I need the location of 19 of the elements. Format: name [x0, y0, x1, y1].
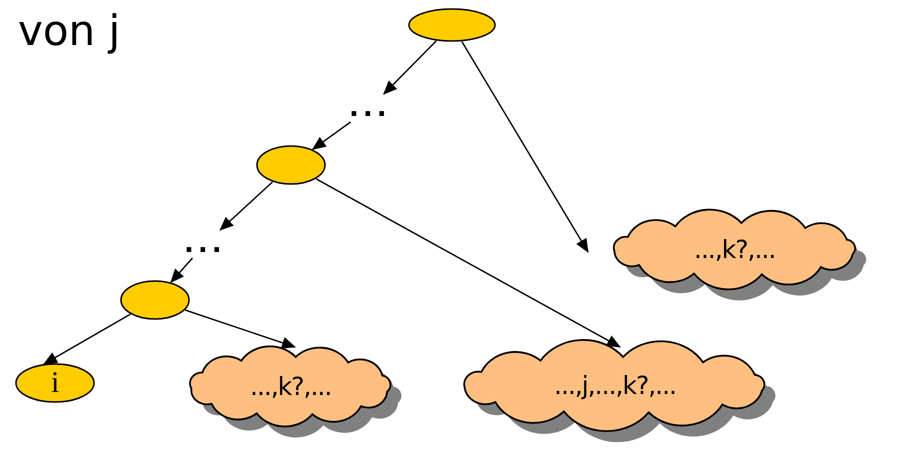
node-label: ...,k?,... — [694, 237, 776, 262]
arrow — [383, 40, 437, 95]
node-label: i — [51, 368, 60, 398]
ellipse-node — [15, 363, 95, 403]
ellipsis-text: ... — [184, 231, 226, 257]
ellipse-node — [408, 8, 496, 42]
ellipse-node — [256, 145, 326, 185]
arrow — [316, 178, 621, 348]
ellipse-node — [120, 280, 190, 320]
arrow — [43, 314, 131, 365]
arrow — [170, 258, 194, 283]
arrow — [219, 181, 273, 231]
node-label: ...,j,...,k?,... — [554, 373, 676, 398]
arrow — [184, 309, 296, 349]
arrow — [461, 41, 589, 253]
heading-text: von j — [18, 10, 120, 52]
arrow — [312, 121, 351, 150]
ellipsis-text: ... — [349, 95, 391, 121]
node-label: ...,k?,... — [250, 374, 332, 399]
